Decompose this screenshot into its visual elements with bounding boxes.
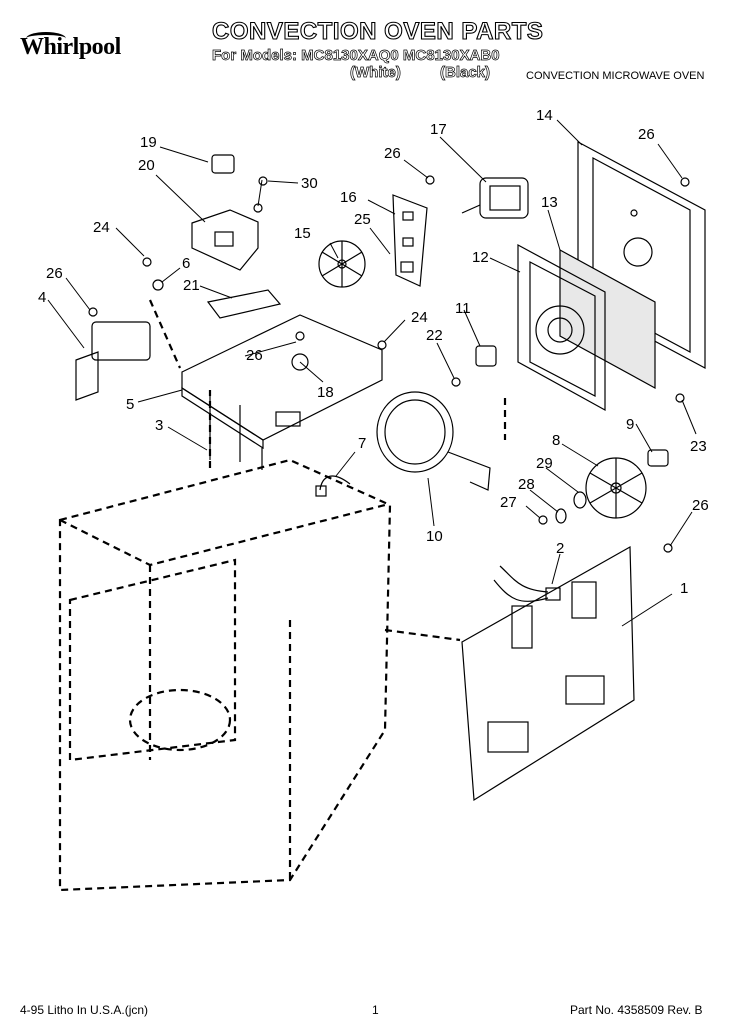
part-16-motor-bracket: [392, 194, 428, 287]
page-number: 1: [372, 1003, 379, 1017]
callout-7: 7: [358, 435, 366, 452]
callout-12: 12: [472, 249, 489, 266]
callout-28: 28: [518, 476, 535, 493]
part-19-thermal-switch: [211, 154, 235, 174]
callout-8: 8: [552, 432, 560, 449]
finish-black-label: (Black): [440, 64, 491, 82]
callout-22: 22: [426, 327, 443, 344]
callout-24: 24: [93, 219, 110, 236]
part-8-convection-fan: [585, 457, 647, 519]
callout-17: 17: [430, 121, 447, 138]
whirlpool-swoosh-icon: [26, 32, 66, 45]
callout-3: 3: [155, 417, 163, 434]
leader-lines: [47, 119, 697, 627]
callout-20: 20: [138, 157, 155, 174]
callout-10: 10: [426, 528, 443, 545]
callout-18: 18: [317, 384, 334, 401]
part-17-convection-motor: [461, 177, 529, 219]
part-14-rear-panel: [577, 140, 706, 370]
part-12-housing: [517, 243, 606, 412]
callout-29: 29: [536, 455, 553, 472]
oven-cavity-reference: [58, 299, 507, 892]
part-13-insulation: [559, 248, 656, 390]
callout-14: 14: [536, 107, 553, 124]
litho-note: 4-95 Litho In U.S.A.(jcn): [20, 1003, 149, 1017]
part-21-plate: [206, 289, 282, 319]
callout-21: 21: [183, 277, 200, 294]
callout-26-right: 26: [638, 126, 655, 143]
callout-2: 2: [556, 540, 564, 557]
product-name: CONVECTION MICROWAVE OVEN: [526, 70, 705, 82]
callout-15: 15: [294, 225, 311, 242]
screws: [88, 175, 690, 553]
part-10-heater-element: [376, 391, 491, 491]
callout-16: 16: [340, 189, 357, 206]
callout-23: 23: [690, 438, 707, 455]
callout-26-center: 26: [246, 347, 263, 364]
page-title: CONVECTION OVEN PARTS: [211, 17, 544, 45]
part-28-washer: [555, 508, 567, 524]
callout-30: 30: [301, 175, 318, 192]
part-9-nut: [647, 449, 669, 467]
models-line: For Models: MC8130XAQ0 MC8130XAB0: [212, 47, 500, 65]
part-29-washer: [573, 491, 587, 509]
part-4-transformer: [75, 321, 151, 401]
callout-27: 27: [500, 494, 517, 511]
callout-26-top: 26: [384, 145, 401, 162]
callout-9: 9: [626, 416, 634, 433]
callout-25: 25: [354, 211, 371, 228]
part-number: Part No. 4358509 Rev. B: [570, 1003, 703, 1017]
part-2-wire-harness: [493, 565, 561, 602]
brand-logo: Whirlpool: [20, 34, 121, 60]
callout-11: 11: [455, 300, 471, 317]
callout-26: 26: [46, 265, 63, 282]
part-5-top-plate: [181, 314, 383, 450]
callout-4: 4: [38, 289, 46, 306]
callout-6: 6: [182, 255, 190, 272]
part-1-outer-panel: [461, 545, 635, 802]
callout-26-lower: 26: [692, 497, 709, 514]
callout-labels: 19 20 30 24 6 26 4 21 5 3 26 18 15 25 16…: [38, 107, 709, 597]
part-20-bracket: [191, 209, 259, 271]
part-11-clip: [475, 345, 497, 367]
callout-19: 19: [140, 134, 157, 151]
part-7-sensor: [315, 475, 351, 497]
callout-24-right: 24: [411, 309, 428, 326]
callout-5: 5: [126, 396, 134, 413]
part-15-cooling-fan: [318, 240, 366, 288]
finish-white-label: (White): [350, 64, 402, 82]
callout-1: 1: [680, 580, 688, 597]
callout-13: 13: [541, 194, 558, 211]
